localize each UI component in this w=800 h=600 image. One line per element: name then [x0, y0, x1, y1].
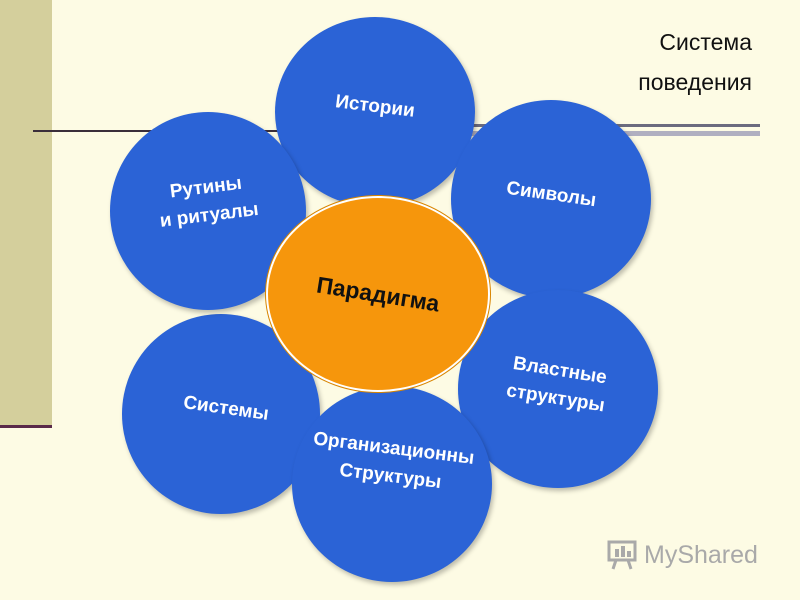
logo-text: MyShared: [644, 540, 758, 569]
title-line-2: поведения: [638, 69, 752, 95]
center-label: Парадигма: [314, 270, 442, 317]
center-paradigm: Парадигма: [266, 196, 490, 392]
petal-org-structures: Организационны Структуры: [292, 386, 492, 582]
petal-symbols-label: Символы: [504, 177, 598, 212]
side-decor-bar: [0, 0, 52, 425]
title-line-1: Система: [659, 29, 752, 55]
side-decor-line: [0, 425, 52, 428]
petal-systems-label: Системы: [182, 392, 271, 425]
petal-stories-label: Истории: [334, 91, 416, 122]
petal-stories: Истории: [275, 17, 475, 207]
watermark-logo: MyShared: [606, 538, 766, 572]
presentation-icon: [607, 540, 637, 570]
slide-title: Система поведения: [638, 22, 752, 102]
petal-power-structures: Властные структуры: [458, 290, 658, 488]
